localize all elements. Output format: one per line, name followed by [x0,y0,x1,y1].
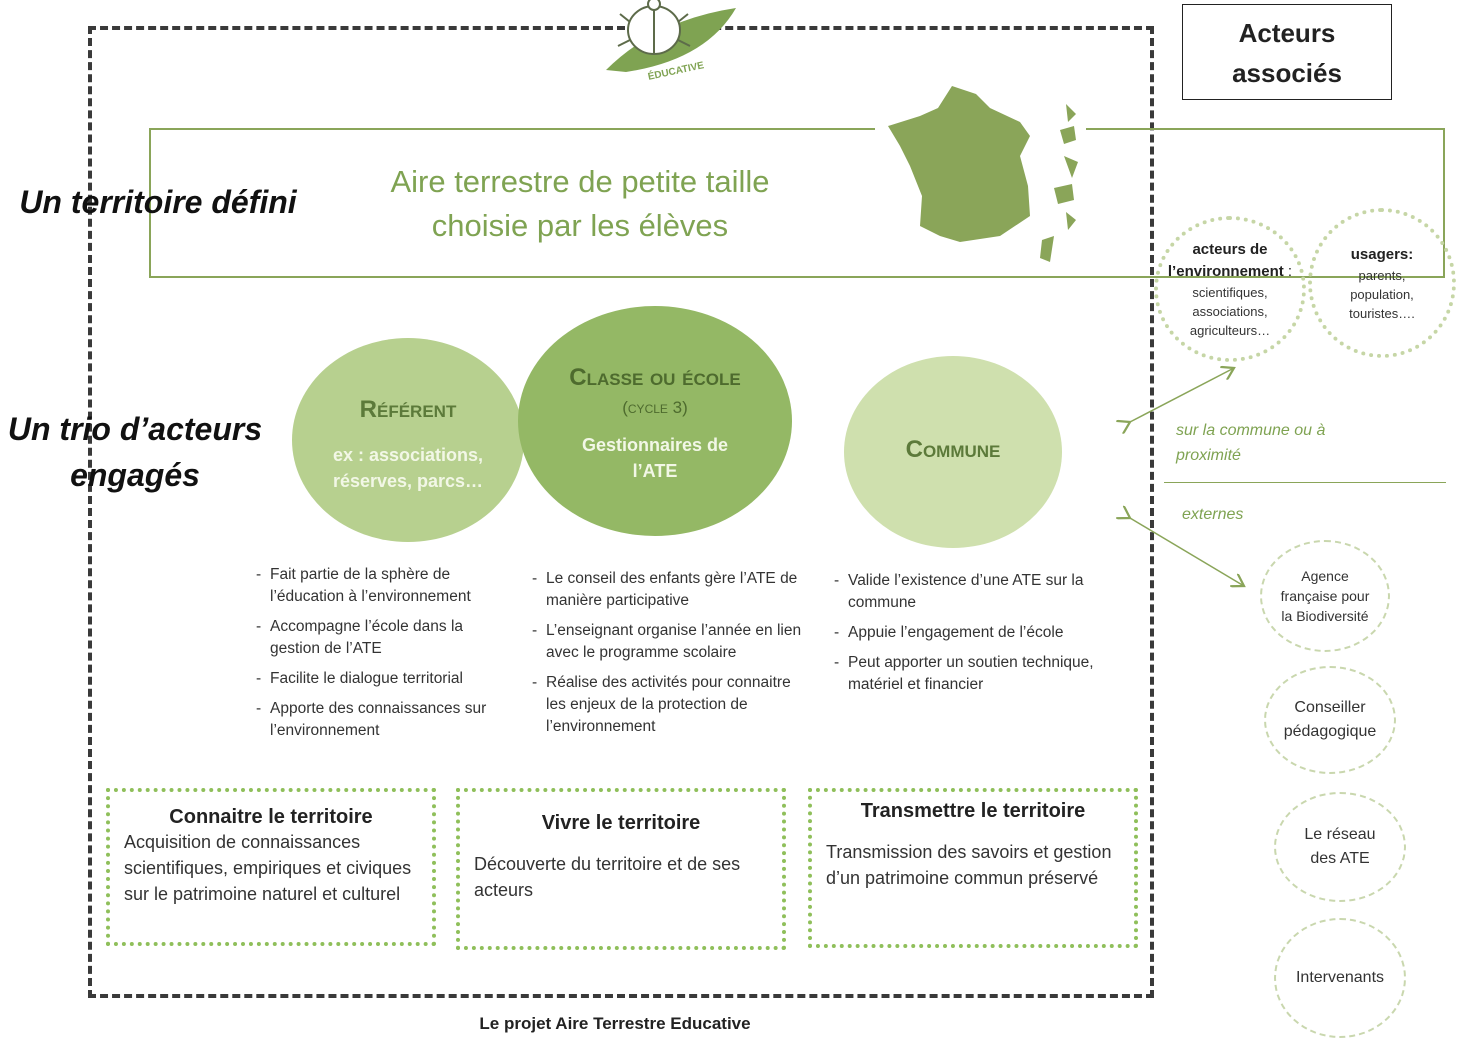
trio-side-label: Un trio d’acteurs engagés [0,406,270,498]
territory-line2: choisie par les élèves [431,208,729,243]
users-circle: usagers: parents, population, touristes…… [1308,208,1456,358]
territory-side-label: Un territoire défini [19,184,297,220]
logo: ÉDUCATIVE [596,0,746,96]
external-actor-label: Intervenants [1295,969,1385,986]
commune-roles: Valide l’existence d’une ATE sur la comm… [834,570,1100,704]
local-label: sur la commune ou à proximité [1176,422,1326,464]
commune-role: Appuie l’engagement de l’école [834,622,1100,644]
referent-role: Fait partie de la sphère de l’éducation … [256,564,514,608]
referent-role: Apporte des connaissances sur l’environn… [256,698,514,742]
trio-side-label-line2: engagés [70,457,200,493]
referent-subtitle: ex : associations, réserves, parcs… [332,445,484,491]
local-arrow [1130,368,1234,422]
territory-line1: Aire terrestre de petite taille [390,164,770,199]
env-actors-circle: acteurs de l’environnement : scientifiqu… [1154,216,1306,362]
external-afb-circle: Agence française pour la Biodiversité [1260,540,1390,652]
external-reseau-circle: Le réseau des ATE [1274,792,1406,902]
diagram-caption: Le projet Aire Terrestre Educative [479,1014,751,1033]
classe-title: Classe ou école [569,364,741,391]
external-conseiller-circle: Conseiller pédagogique [1264,666,1396,774]
classe-cycle: (cycle 3) [622,398,688,417]
referent-role: Facilite le dialogue territorial [256,668,514,690]
referent-circle: Référent ex : associations, réserves, pa… [292,338,524,542]
associated-actors-title: Acteurs associés [1182,4,1392,100]
associated-actors-title-line2: associés [1232,58,1342,88]
classe-subtitle: Gestionnaires de l’ATE [581,435,729,481]
commune-role: Peut apporter un soutien technique, maté… [834,652,1100,696]
territory-bracket [149,128,1445,278]
action-title: Transmettre le territoire [860,800,1086,822]
external-intervenants-circle: Intervenants [1274,918,1406,1038]
users-detail: parents, population, touristes…. [1349,267,1415,321]
beetle-leaf-icon [606,0,736,72]
france-map-icon [880,86,1090,270]
commune-role: Valide l’existence d’une ATE sur la comm… [834,570,1100,614]
link-arrows [1110,356,1270,596]
env-actors-detail: scientifiques, associations, agriculteur… [1189,284,1271,338]
env-actors-title: acteurs de l’environnement : [1167,240,1293,280]
action-body: Découverte du territoire et de ses acteu… [474,854,741,900]
referent-role: Accompagne l’école dans la gestion de l’… [256,616,514,660]
classe-roles: Le conseil des enfants gère l’ATE de man… [532,568,804,746]
action-title: Vivre le territoire [541,812,701,834]
local-external-separator [1164,482,1446,483]
trio-side-label-line1: Un trio d’acteurs [7,411,263,447]
referent-title: Référent [359,396,457,423]
classe-role: L’enseignant organise l’année en lien av… [532,620,804,664]
commune-circle: Commune [844,356,1062,548]
external-arrow [1130,518,1244,586]
external-actor-label: Le réseau des ATE [1304,826,1376,867]
classe-circle: Classe ou école (cycle 3) Gestionnaires … [518,306,792,536]
territory-bracket-top-left [149,128,875,130]
external-actor-label: Conseiller pédagogique [1283,699,1377,740]
external-actor-label: Agence française pour la Biodiversité [1280,568,1370,624]
associated-actors-title-line1: Acteurs [1238,18,1336,48]
territory-bracket-top-right [1086,128,1445,130]
action-body: Acquisition de connaissances scientifiqu… [124,832,412,904]
action-body: Transmission des savoirs et gestion d’un… [826,842,1112,888]
classe-role: Réalise des activités pour connaitre les… [532,672,804,738]
classe-role: Le conseil des enfants gère l’ATE de man… [532,568,804,612]
territory-description: Aire terrestre de petite taille choisie … [330,160,830,248]
referent-roles: Fait partie de la sphère de l’éducation … [256,564,514,750]
action-title: Connaitre le territoire [169,806,373,828]
external-label: externes [1182,506,1244,523]
action-box-connaitre: Connaitre le territoire Acquisition de c… [106,788,436,946]
commune-title: Commune [905,436,1001,463]
action-box-vivre: Vivre le territoire Découverte du territ… [456,788,786,950]
users-title: usagers: [1350,245,1414,263]
action-box-transmettre: Transmettre le territoire Transmission d… [808,788,1138,948]
